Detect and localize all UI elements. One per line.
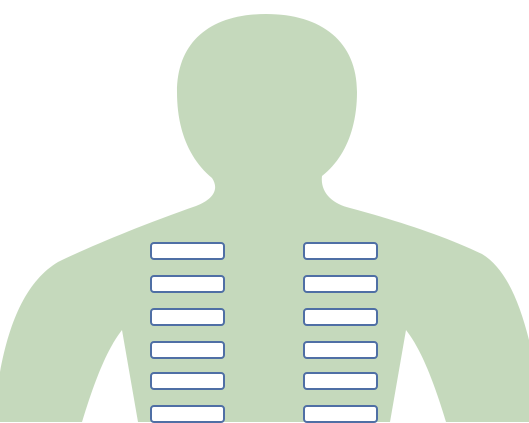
label-box-right-4[interactable] (303, 341, 378, 359)
label-box-right-2[interactable] (303, 275, 378, 293)
label-box-right-5[interactable] (303, 372, 378, 390)
label-box-left-1[interactable] (150, 242, 225, 260)
label-box-left-6[interactable] (150, 405, 225, 423)
label-box-left-3[interactable] (150, 308, 225, 326)
label-box-left-5[interactable] (150, 372, 225, 390)
label-box-left-4[interactable] (150, 341, 225, 359)
label-box-right-3[interactable] (303, 308, 378, 326)
head-neck-shoulders-shape (0, 14, 529, 422)
label-box-right-1[interactable] (303, 242, 378, 260)
label-box-right-6[interactable] (303, 405, 378, 423)
label-box-left-2[interactable] (150, 275, 225, 293)
